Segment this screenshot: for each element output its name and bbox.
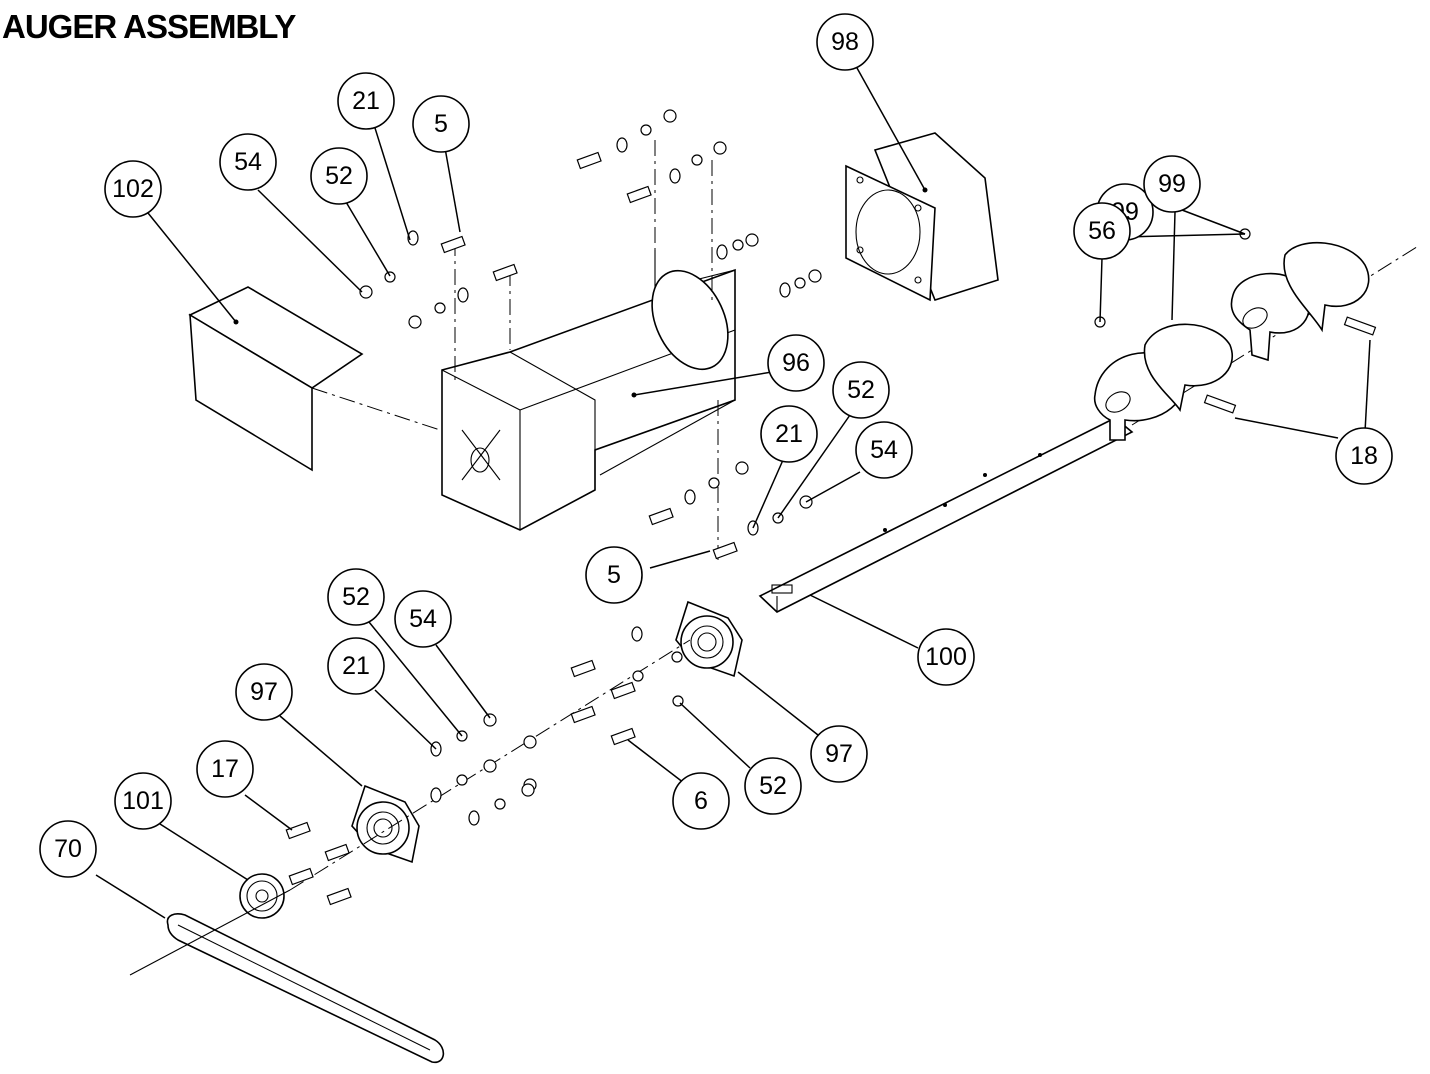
callout-18: 18 [1335, 427, 1393, 485]
svg-text:98: 98 [831, 28, 859, 56]
callout-54: 54 [394, 590, 452, 648]
part-99-auger-flights [1093, 241, 1370, 441]
page-title: AUGER ASSEMBLY [2, 8, 296, 45]
svg-text:52: 52 [759, 772, 787, 800]
svg-text:5: 5 [607, 561, 621, 589]
part-97-bearing-upper [675, 600, 743, 678]
svg-text:54: 54 [870, 436, 898, 464]
callout-54: 54 [855, 421, 913, 479]
part-98-flange [845, 132, 999, 302]
callout-99: 99 [1143, 155, 1201, 213]
callout-98: 98 [816, 13, 874, 71]
callout-52: 52 [310, 147, 368, 205]
callout-5: 5 [412, 95, 470, 153]
part-102-cover [188, 286, 441, 472]
callout-17: 17 [196, 740, 254, 798]
svg-text:96: 96 [782, 349, 810, 377]
svg-text:52: 52 [342, 583, 370, 611]
svg-text:21: 21 [352, 87, 380, 115]
svg-text:52: 52 [325, 162, 353, 190]
callout-101: 101 [114, 772, 172, 830]
svg-text:101: 101 [122, 787, 164, 815]
callout-52: 52 [327, 568, 385, 626]
part-97-bearing-lower [351, 784, 420, 864]
svg-text:21: 21 [342, 652, 370, 680]
callout-102: 102 [104, 160, 162, 218]
callout-52: 52 [832, 361, 890, 419]
svg-text:54: 54 [409, 605, 437, 633]
svg-text:102: 102 [112, 175, 154, 203]
svg-text:70: 70 [54, 835, 82, 863]
svg-text:21: 21 [775, 420, 803, 448]
hardware-group [285, 109, 1377, 906]
callout-21: 21 [760, 405, 818, 463]
svg-text:18: 18 [1350, 442, 1378, 470]
svg-text:6: 6 [694, 787, 708, 815]
svg-text:17: 17 [211, 755, 239, 783]
callout-52: 52 [744, 757, 802, 815]
callout-96: 96 [767, 334, 825, 392]
callout-70: 70 [39, 820, 97, 878]
svg-text:54: 54 [234, 148, 262, 176]
svg-text:56: 56 [1088, 217, 1116, 245]
svg-text:97: 97 [825, 740, 853, 768]
callout-97: 97 [235, 663, 293, 721]
callout-21: 21 [327, 637, 385, 695]
part-70-chain [129, 889, 445, 1064]
callout-100: 100 [917, 628, 975, 686]
callout-54: 54 [219, 133, 277, 191]
svg-text:100: 100 [925, 643, 967, 671]
leader-lines [95, 67, 1371, 919]
part-101-sprocket [239, 873, 285, 919]
callout-56: 56 [1073, 202, 1131, 260]
callout-6: 6 [672, 772, 730, 830]
part-100-shaft [758, 244, 1421, 613]
svg-text:5: 5 [434, 110, 448, 138]
part-96-housing [441, 140, 736, 560]
callout-97: 97 [810, 725, 868, 783]
svg-text:97: 97 [250, 678, 278, 706]
callout-21: 21 [337, 72, 395, 130]
svg-text:52: 52 [847, 376, 875, 404]
svg-text:99: 99 [1158, 170, 1186, 198]
callout-5: 5 [585, 546, 643, 604]
